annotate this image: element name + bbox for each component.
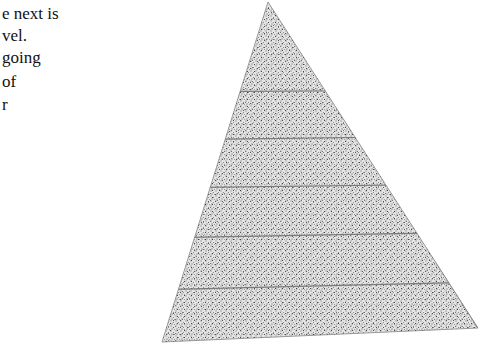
text-fragment: going (2, 48, 41, 68)
text-fragment: of (2, 72, 16, 92)
text-fragment: e next is (2, 4, 59, 24)
pyramid-shape (162, 2, 478, 342)
pyramid-stipple (162, 2, 478, 342)
text-fragment: r (2, 95, 8, 115)
text-fragment: vel. (2, 26, 27, 46)
pyramid-levels (150, 90, 480, 328)
